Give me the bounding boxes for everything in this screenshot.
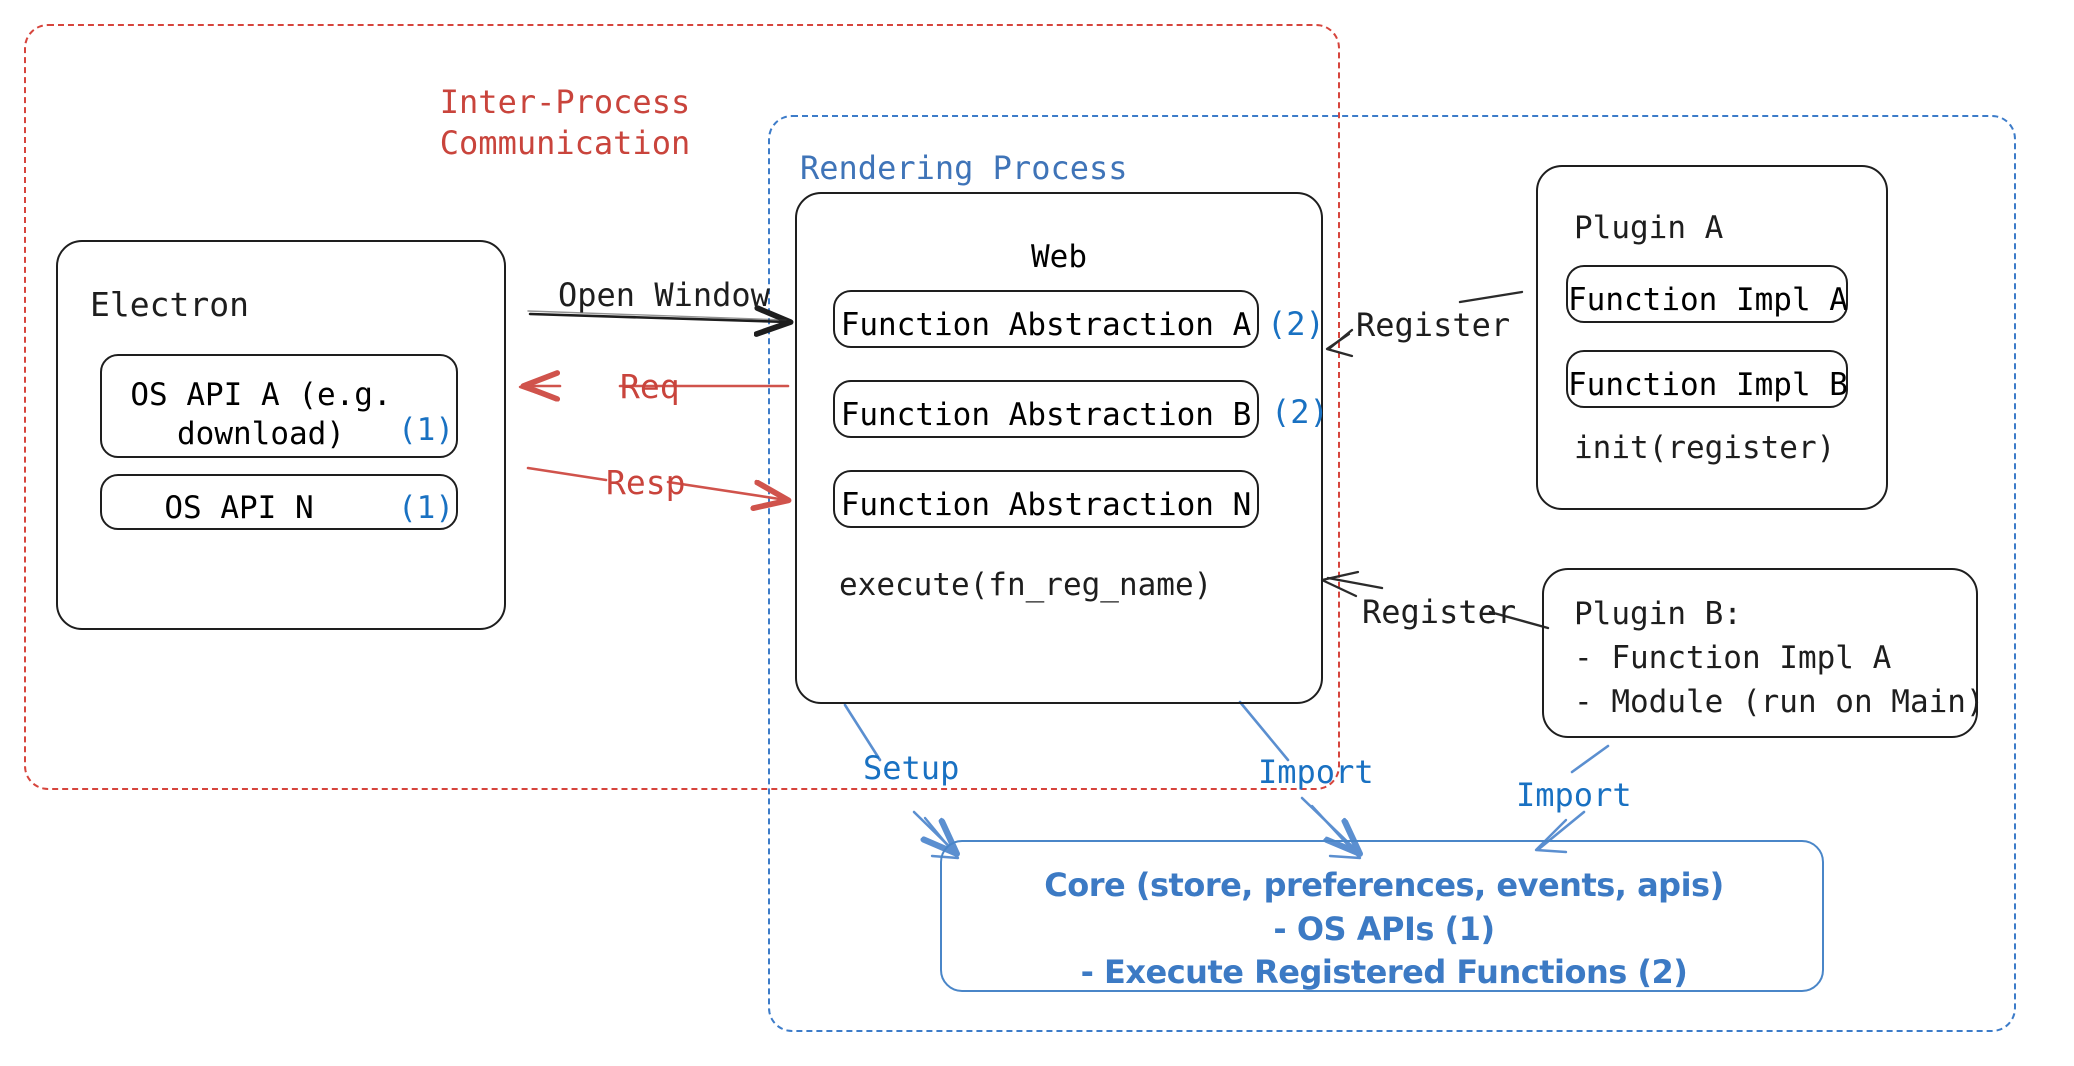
core-box: Core (store, preferences, events, apis) … xyxy=(940,840,1824,992)
function-impl-a-box: Function Impl A xyxy=(1566,265,1848,323)
arrow-label-open-window: Open Window xyxy=(558,276,770,314)
plugin-b-lines: Plugin B: - Function Impl A - Module (ru… xyxy=(1574,596,1985,721)
function-abstraction-b-box: Function Abstraction B xyxy=(833,380,1259,438)
plugin-a-box: Plugin A Function Impl A Function Impl B… xyxy=(1536,165,1888,510)
function-abstraction-b-label: Function Abstraction B xyxy=(840,397,1252,433)
arrow-label-import-web: Import xyxy=(1258,753,1374,791)
function-impl-a-label: Function Impl A xyxy=(1568,282,1848,318)
function-abstraction-n-label: Function Abstraction N xyxy=(840,487,1252,523)
function-abstraction-a-ref: (2) xyxy=(1267,305,1325,343)
function-abstraction-a-box: Function Abstraction A xyxy=(833,290,1259,348)
arrow-label-req: Req xyxy=(620,367,680,406)
function-impl-b-box: Function Impl B xyxy=(1566,350,1848,408)
os-api-n-ref: (1) xyxy=(398,490,454,526)
plugin-a-footer: init(register) xyxy=(1574,430,1836,466)
arrow-label-resp: Resp xyxy=(606,463,686,502)
os-api-n-box: OS API N (1) xyxy=(100,474,458,530)
region-rendering-process xyxy=(768,115,2016,1032)
arrow-label-register-plugin-a: Register xyxy=(1356,306,1511,344)
function-impl-b-label: Function Impl B xyxy=(1568,367,1848,403)
os-api-a-box: OS API A (e.g. download) (1) xyxy=(100,354,458,458)
region-label-rendering-process: Rendering Process xyxy=(800,149,1128,187)
web-box: Web Function Abstraction A (2) Function … xyxy=(795,192,1329,704)
electron-title: Electron xyxy=(90,285,249,324)
os-api-n-label: OS API N xyxy=(164,490,314,526)
core-lines: Core (store, preferences, events, apis) … xyxy=(1044,866,1724,992)
plugin-a-title: Plugin A xyxy=(1574,210,1724,246)
function-abstraction-b-ref: (2) xyxy=(1271,393,1329,431)
web-title: Web xyxy=(1031,239,1087,275)
os-api-a-ref: (1) xyxy=(398,412,454,448)
function-abstraction-n-box: Function Abstraction N xyxy=(833,470,1259,528)
arrow-label-register-plugin-b: Register xyxy=(1362,593,1517,631)
arrow-label-setup: Setup xyxy=(863,749,960,787)
arrow-label-import-plugin-b: Import xyxy=(1516,776,1632,814)
region-label-ipc: Inter-Process Communication xyxy=(439,83,691,162)
electron-box: Electron OS API A (e.g. download) (1) OS… xyxy=(56,240,506,630)
os-api-a-label: OS API A (e.g. download) xyxy=(130,377,392,452)
region-inter-process-communication xyxy=(24,24,1340,790)
plugin-b-box: Plugin B: - Function Impl A - Module (ru… xyxy=(1542,568,1985,738)
function-abstraction-a-label: Function Abstraction A xyxy=(840,307,1252,343)
web-footer: execute(fn_reg_name) xyxy=(839,567,1213,603)
